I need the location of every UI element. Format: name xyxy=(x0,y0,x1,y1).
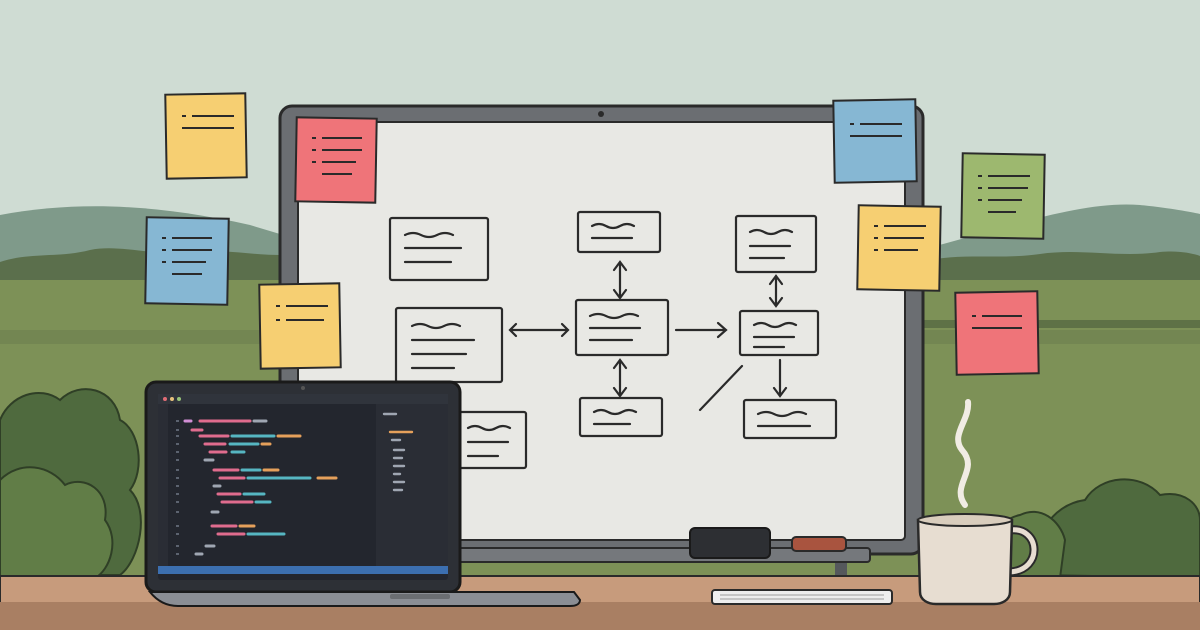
eraser-icon xyxy=(689,527,771,559)
whiteboard-camera-dot xyxy=(598,111,604,117)
sticky-notes xyxy=(144,92,1046,376)
flowchart xyxy=(388,210,838,470)
sticky-note-icon xyxy=(856,204,942,292)
coffee-mug-icon xyxy=(916,513,1039,606)
sticky-note-icon xyxy=(960,152,1046,240)
bush-left-front xyxy=(0,466,114,579)
sticky-note-icon xyxy=(294,116,378,204)
arrow-icon xyxy=(612,260,628,300)
flowchart-box-icon xyxy=(574,298,670,357)
flowchart-box-icon xyxy=(738,309,820,357)
laptop-status-bar xyxy=(158,566,448,574)
laptop-sidebar xyxy=(376,404,448,566)
arrow-icon xyxy=(772,358,788,398)
sticky-note-icon xyxy=(954,290,1040,376)
arrow-icon xyxy=(674,321,728,339)
flowchart-box-icon xyxy=(742,398,838,440)
laptop-titlebar xyxy=(158,394,448,404)
flowchart-box-icon xyxy=(578,396,664,438)
marker-icon xyxy=(791,536,847,552)
distant-hills-right xyxy=(920,204,1200,270)
flowchart-box-icon xyxy=(576,210,662,254)
sticky-note-icon xyxy=(258,282,342,370)
sticky-note-icon xyxy=(164,92,248,180)
field-band-dark xyxy=(900,320,1200,328)
laptop-icon xyxy=(144,380,582,607)
tree-line-right xyxy=(920,251,1200,285)
arrow-icon xyxy=(612,358,628,398)
arrow-icon xyxy=(768,274,784,308)
code-editor-icon xyxy=(183,419,338,556)
laptop-camera xyxy=(301,386,305,390)
arrow-icon xyxy=(508,322,570,338)
flowchart-box-icon xyxy=(734,214,818,274)
laptop-base xyxy=(147,591,582,607)
arrow-icon xyxy=(698,364,744,412)
steam-icon xyxy=(955,399,972,508)
keyboard-icon xyxy=(711,589,893,605)
flowchart-box-icon xyxy=(388,216,490,282)
sticky-note-icon xyxy=(832,98,918,184)
sticky-note-icon xyxy=(144,216,230,306)
